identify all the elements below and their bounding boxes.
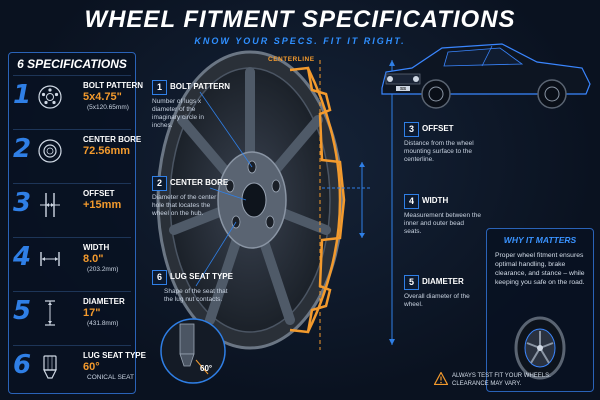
spec-number: 3 (13, 188, 32, 218)
why-it-matters-text: Proper wheel fitment ensures optimal han… (495, 252, 585, 286)
callout-description: Number of lugs x diameter of the imagina… (152, 98, 205, 129)
spec-row-center-bore: 2 CENTER BORE 72.56mm (13, 129, 141, 174)
center-bore-hole (241, 182, 267, 218)
lug-nut-icon (43, 355, 57, 379)
bolt-pattern-icon (38, 85, 62, 109)
license-plate (396, 86, 410, 91)
page-subtitle: KNOW YOUR SPECS. FIT IT RIGHT. (194, 36, 406, 46)
warning-text: ALWAYS TEST FIT YOUR WHEELS. CLEARANCE M… (452, 372, 551, 388)
car-grille (385, 73, 421, 85)
callout-title: WIDTH (422, 196, 449, 205)
lug-seat-closeup (160, 318, 226, 384)
callout-number: 4 (404, 194, 419, 209)
centerline-label: CENTERLINE (268, 56, 315, 63)
callout-description: Diameter of the center hole that locates… (152, 194, 217, 217)
warning-icon (434, 372, 448, 385)
callout-title: OFFSET (422, 124, 454, 133)
callout-description: Shape of the seat that the lug nut conta… (164, 288, 228, 303)
specifications-panel: 6 SPECIFICATIONS 1 BOLT PATTERN 5x4.75" … (8, 52, 146, 394)
spec-label: CENTER BORE (83, 135, 142, 144)
callout-title: BOLT PATTERN (170, 82, 230, 91)
leader-lug-seat (195, 221, 237, 287)
page-title: WHEEL FITMENT SPECIFICATIONS (84, 6, 516, 33)
spec-row-lug-seat: 6 LUG SEAT TYPE 60° CONICAL SEAT (13, 345, 146, 390)
spec-value: 60° (83, 361, 100, 373)
spec-number: 6 (13, 350, 32, 380)
spec-value: 8.0" (83, 253, 104, 265)
spec-row-offset: 3 OFFSET +15mm (13, 183, 131, 228)
spec-sub: (5x120.65mm) (87, 104, 129, 111)
spec-value: 72.56mm (83, 145, 131, 157)
callout-description: Overall diameter of the wheel. (404, 293, 470, 308)
why-it-matters-title: WHY IT MATTERS (503, 235, 577, 245)
offset-icon (40, 193, 60, 217)
spec-label: LUG SEAT TYPE (83, 351, 146, 360)
callout-description: Distance from the wheel mounting surface… (404, 140, 474, 163)
callout-number: 6 (152, 270, 167, 285)
license-plate-text: SS (400, 86, 406, 91)
callout-number: 1 (152, 80, 167, 95)
warning-line-2: CLEARANCE MAY VARY. (452, 381, 522, 387)
spec-value: 5x4.75" (83, 91, 122, 103)
spec-number: 5 (13, 296, 32, 326)
spec-label: OFFSET (83, 189, 115, 198)
specifications-panel-title: 6 SPECIFICATIONS (17, 57, 127, 71)
warning-line-1: ALWAYS TEST FIT YOUR WHEELS. (452, 373, 551, 379)
muscle-car-illustration: SS (381, 43, 591, 109)
why-it-matters-panel: WHY IT MATTERS Proper wheel fitment ensu… (486, 228, 594, 392)
spec-label: WIDTH (83, 243, 110, 252)
spec-value: 17" (83, 307, 101, 319)
spec-number: 4 (13, 242, 32, 272)
lug-angle-label: 60° (200, 364, 213, 373)
tire-icon (514, 316, 566, 380)
spec-number: 1 (13, 80, 32, 110)
wheel-barrel-outline (306, 67, 342, 333)
diameter-icon (45, 300, 55, 326)
spec-sub: (431.8mm) (87, 320, 119, 327)
callout-number: 2 (152, 176, 167, 191)
callout-number: 3 (404, 122, 419, 137)
callout-title: CENTER BORE (170, 178, 229, 187)
spec-row-bolt-pattern: 1 BOLT PATTERN 5x4.75" (5x120.65mm) (13, 75, 143, 120)
car-front-wheel (421, 79, 451, 109)
spec-label: DIAMETER (83, 297, 125, 306)
callout-title: LUG SEAT TYPE (170, 272, 233, 281)
width-icon (40, 252, 60, 266)
spec-row-diameter: 5 DIAMETER 17" (431.8mm) (13, 291, 131, 336)
spec-row-width: 4 WIDTH 8.0" (203.2mm) (13, 237, 131, 282)
spec-label: BOLT PATTERN (83, 81, 143, 90)
spec-sub: (203.2mm) (87, 266, 119, 273)
callout-title: DIAMETER (422, 277, 464, 286)
callout-description: Measurement between the inner and outer … (404, 212, 481, 235)
car-rear-wheel (537, 79, 567, 109)
spec-sub: CONICAL SEAT (87, 374, 134, 381)
leader-center-bore (209, 187, 247, 201)
spec-number: 2 (13, 134, 32, 164)
leader-bolt-pattern (199, 91, 253, 168)
callout-number: 5 (404, 275, 419, 290)
wheel-illustration (156, 50, 395, 350)
spec-value: +15mm (83, 199, 122, 211)
center-bore-icon (38, 139, 62, 163)
wheel-profile-outline (289, 66, 346, 334)
